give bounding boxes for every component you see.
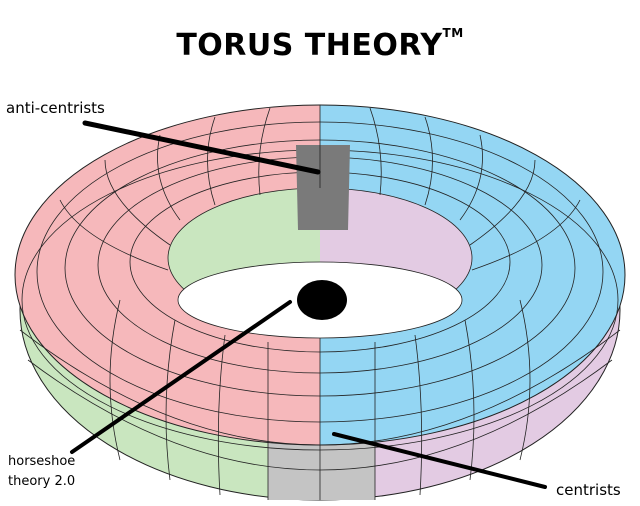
anti-centrists-pointer [82, 120, 321, 175]
torus-meridians [59, 105, 581, 500]
trademark-mark: TM [442, 26, 464, 40]
anti-centrist-patch [296, 145, 350, 230]
label-horseshoe-line2: theory 2.0 [8, 474, 76, 489]
horseshoe-pointer [70, 300, 292, 454]
label-horseshoe-line1: horseshoe [8, 454, 76, 469]
title-text: TORUS THEORY [176, 28, 443, 63]
label-anti-centrists: anti-centrists [6, 99, 105, 117]
label-centrists: centrists [556, 481, 621, 499]
horseshoe-dot [297, 280, 347, 320]
label-horseshoe: horseshoe theory 2.0 [8, 452, 75, 492]
centrists-pointer [332, 432, 547, 489]
page-title: TORUS THEORYTM [0, 26, 640, 63]
